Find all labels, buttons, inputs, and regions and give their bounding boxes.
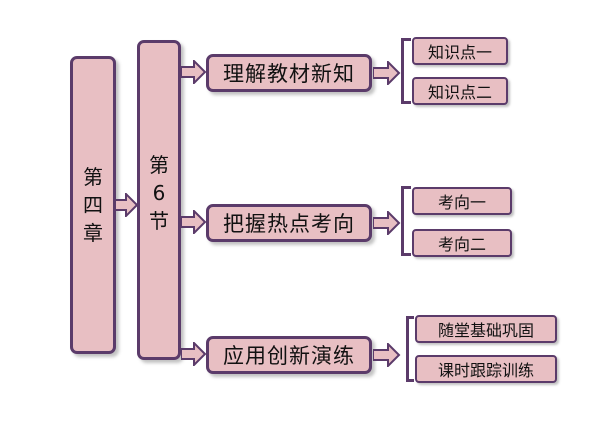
section-box: 第 6 节 [137, 40, 181, 360]
chapter-box: 第 四 章 [70, 56, 116, 354]
item-box: 考向一 [412, 187, 512, 215]
item-label: 考向一 [437, 193, 486, 212]
arrow-topic-1-to-items [373, 61, 401, 85]
chapter-char: 第 [83, 165, 103, 189]
arrow-section-to-topic-2 [181, 210, 207, 234]
topic-box-3: 应用创新演练 [206, 336, 372, 374]
chapter-char: 章 [83, 221, 103, 245]
topic-box-1: 理解教材新知 [206, 54, 372, 92]
item-label: 考向二 [437, 235, 486, 254]
arrow-topic-3-to-items [373, 343, 401, 367]
arrow-section-to-topic-3 [181, 342, 207, 366]
topic-box-2: 把握热点考向 [206, 204, 372, 242]
item-box: 随堂基础巩固 [415, 315, 557, 343]
bracket-topic-2 [401, 186, 411, 256]
arrow-chapter-to-section [115, 193, 139, 217]
item-label: 知识点二 [427, 83, 492, 102]
item-label: 知识点一 [427, 43, 492, 62]
bracket-topic-1 [401, 38, 411, 104]
topic-label: 把握热点考向 [223, 212, 355, 236]
item-box: 知识点二 [412, 77, 508, 105]
item-label: 课时跟踪训练 [437, 361, 534, 380]
item-label: 随堂基础巩固 [437, 321, 534, 340]
topic-label: 应用创新演练 [223, 344, 355, 368]
topic-label: 理解教材新知 [223, 62, 355, 86]
bracket-topic-3 [406, 316, 414, 382]
item-box: 知识点一 [412, 37, 508, 65]
section-char: 节 [149, 209, 169, 233]
arrow-section-to-topic-1 [181, 60, 207, 84]
section-char: 第 [149, 153, 169, 177]
chapter-char: 四 [83, 193, 103, 217]
item-box: 考向二 [412, 229, 512, 257]
item-box: 课时跟踪训练 [415, 355, 557, 383]
section-char: 6 [152, 181, 166, 205]
arrow-topic-2-to-items [373, 211, 401, 235]
